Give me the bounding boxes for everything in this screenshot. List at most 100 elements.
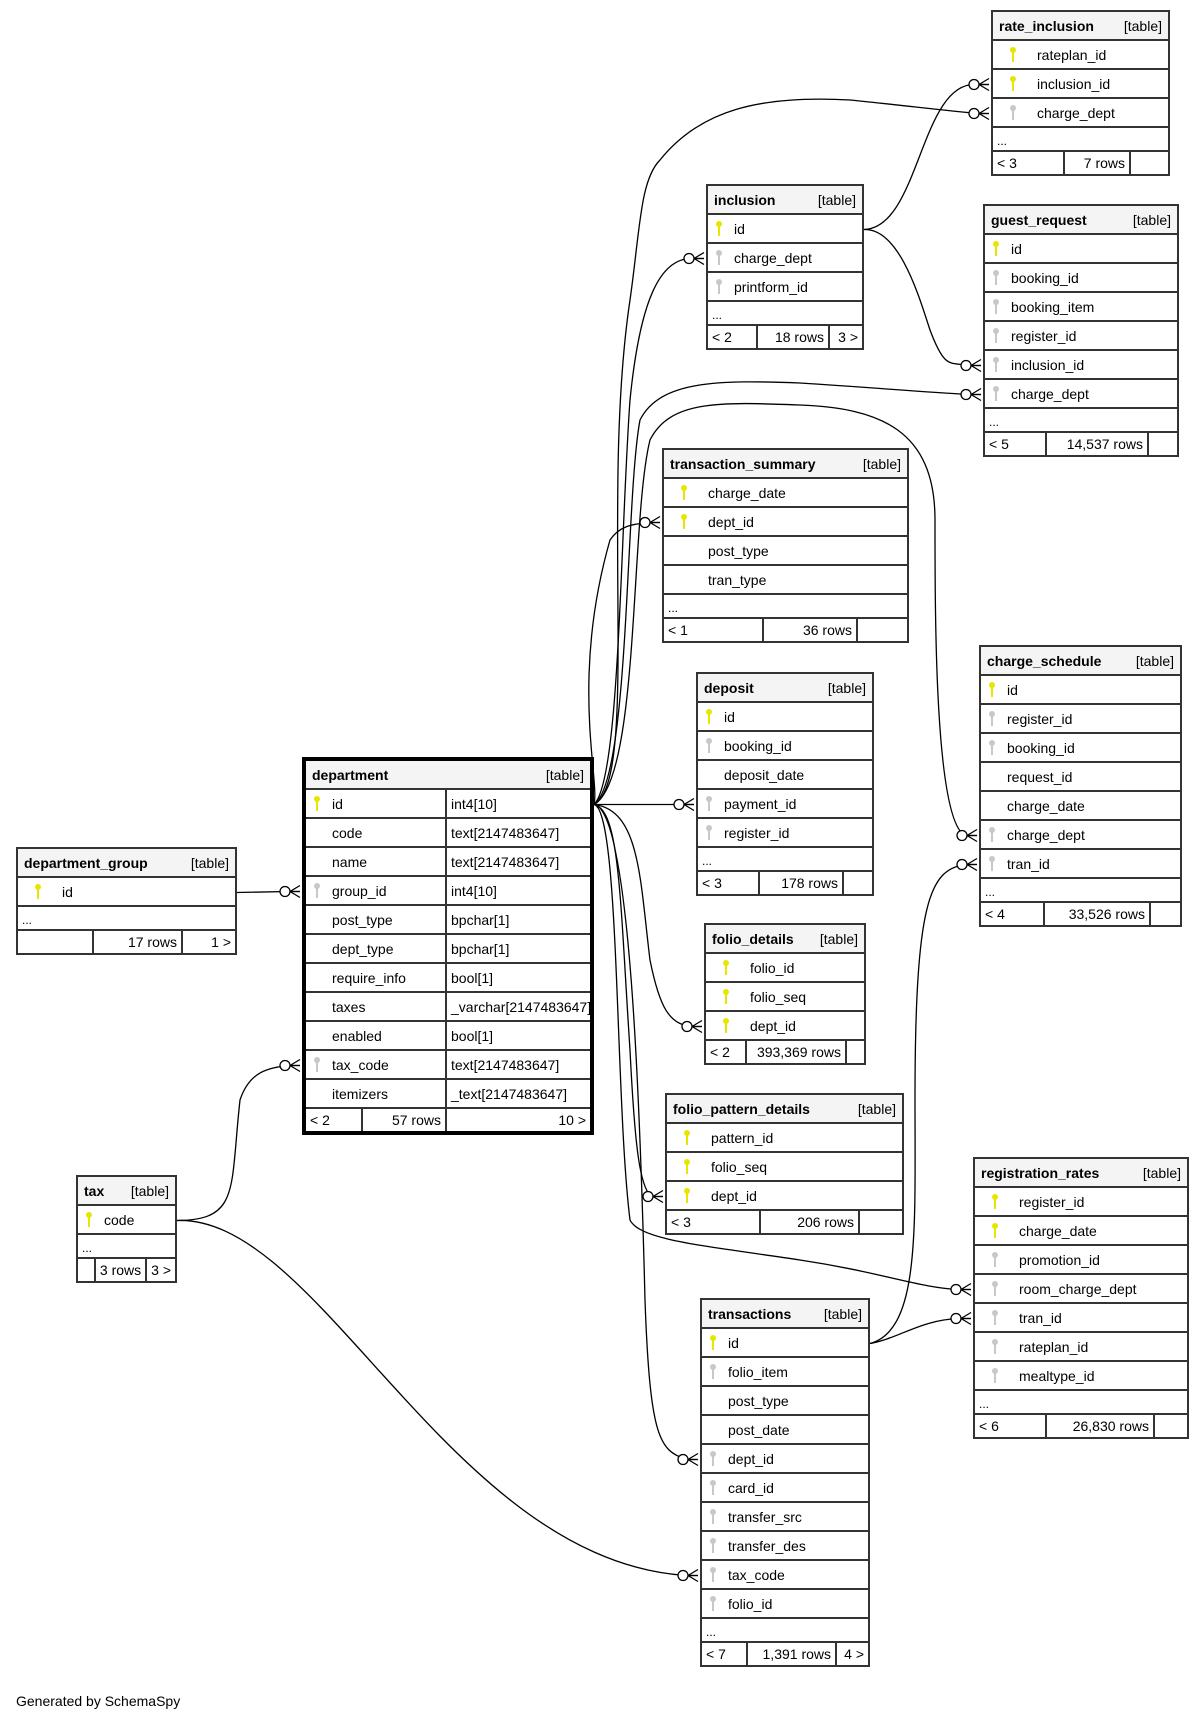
column-name[interactable]: register_id — [1007, 710, 1073, 727]
parents-count-link[interactable]: < 3 — [671, 1214, 691, 1230]
table-name[interactable]: registration_rates — [981, 1164, 1100, 1181]
table-header[interactable]: department[table] — [306, 761, 590, 790]
column-row[interactable]: rateplan_id — [975, 1333, 1187, 1362]
children-count-link[interactable]: 3 > — [145, 1259, 175, 1281]
table-name[interactable]: transactions — [708, 1305, 792, 1322]
column-name[interactable]: register_id — [724, 824, 790, 841]
column-name[interactable]: name — [332, 853, 368, 870]
column-name[interactable]: charge_dept — [734, 249, 812, 266]
parents-count-link[interactable]: < 3 — [702, 875, 722, 891]
table-name[interactable]: charge_schedule — [987, 652, 1102, 669]
column-row[interactable]: itemizers_text[2147483647] — [306, 1080, 590, 1109]
column-name[interactable]: dept_id — [750, 1017, 796, 1034]
column-name[interactable]: charge_date — [1019, 1222, 1097, 1239]
column-name[interactable]: post_date — [728, 1421, 790, 1438]
column-name[interactable]: charge_dept — [1007, 826, 1085, 843]
parents-count-link[interactable]: < 6 — [979, 1418, 999, 1434]
column-name[interactable]: transfer_src — [728, 1508, 802, 1525]
more-columns-ellipsis[interactable]: ... — [78, 1235, 175, 1259]
column-name[interactable]: id — [1011, 240, 1022, 257]
column-row[interactable]: charge_dept — [981, 821, 1180, 850]
column-row[interactable]: tran_id — [981, 850, 1180, 879]
column-name[interactable]: payment_id — [724, 795, 797, 812]
parents-count-link[interactable]: < 2 — [310, 1112, 330, 1128]
column-name[interactable]: itemizers — [332, 1085, 389, 1102]
column-row[interactable]: promotion_id — [975, 1246, 1187, 1275]
column-row[interactable]: booking_item — [985, 293, 1177, 322]
column-name[interactable]: charge_dept — [1011, 385, 1089, 402]
column-row[interactable]: charge_date — [664, 479, 907, 508]
column-name[interactable]: promotion_id — [1019, 1251, 1100, 1268]
column-row[interactable]: tran_type — [664, 566, 907, 595]
table-name[interactable]: inclusion — [714, 191, 776, 208]
column-name[interactable]: register_id — [1019, 1193, 1085, 1210]
column-name[interactable]: folio_id — [728, 1595, 773, 1612]
column-row[interactable]: card_id — [702, 1474, 868, 1503]
column-name[interactable]: inclusion_id — [1011, 356, 1085, 373]
column-name[interactable]: tax_code — [332, 1056, 389, 1073]
column-name[interactable]: register_id — [1011, 327, 1077, 344]
column-row[interactable]: charge_dept — [708, 244, 862, 273]
column-row[interactable]: folio_seq — [667, 1153, 902, 1182]
column-name[interactable]: folio_item — [728, 1363, 788, 1380]
column-name[interactable]: card_id — [728, 1479, 774, 1496]
children-count-link[interactable] — [858, 1211, 902, 1233]
column-row[interactable]: booking_id — [698, 732, 872, 761]
table-header[interactable]: inclusion[table] — [708, 186, 862, 215]
column-row[interactable]: charge_dept — [985, 380, 1177, 409]
column-row[interactable]: dept_id — [667, 1182, 902, 1211]
column-name[interactable]: id — [724, 708, 735, 725]
table-header[interactable]: transaction_summary[table] — [664, 450, 907, 479]
column-row[interactable]: tran_id — [975, 1304, 1187, 1333]
parents-count-link[interactable] — [18, 931, 92, 953]
column-row[interactable]: inclusion_id — [993, 70, 1168, 99]
table-name[interactable]: deposit — [704, 679, 754, 696]
column-name[interactable]: booking_id — [1007, 739, 1075, 756]
table-header[interactable]: folio_details[table] — [706, 925, 864, 954]
table-name[interactable]: department — [312, 766, 389, 783]
column-name[interactable]: rateplan_id — [1019, 1338, 1089, 1355]
column-row[interactable]: inclusion_id — [985, 351, 1177, 380]
column-name[interactable]: post_type — [708, 542, 769, 559]
column-row[interactable]: register_id — [698, 819, 872, 848]
table-header[interactable]: guest_request[table] — [985, 206, 1177, 235]
column-name[interactable]: dept_id — [728, 1450, 774, 1467]
column-row[interactable]: taxes_varchar[2147483647] — [306, 993, 591, 1022]
column-row[interactable]: id — [708, 215, 862, 244]
column-row[interactable]: folio_seq — [706, 983, 864, 1012]
column-row[interactable]: dept_id — [706, 1012, 864, 1041]
parents-count-link[interactable]: < 2 — [712, 329, 732, 345]
column-row[interactable]: dept_id — [664, 508, 907, 537]
more-columns-ellipsis[interactable]: ... — [985, 409, 1177, 433]
column-row[interactable]: rateplan_id — [993, 41, 1168, 70]
table-name[interactable]: department_group — [24, 854, 148, 871]
column-row[interactable]: request_id — [981, 763, 1180, 792]
column-name[interactable]: deposit_date — [724, 766, 805, 783]
parents-count-link[interactable]: < 5 — [989, 436, 1009, 452]
column-name[interactable]: tran_id — [1019, 1309, 1062, 1326]
column-name[interactable]: enabled — [332, 1027, 382, 1044]
column-name[interactable]: dept_id — [708, 513, 754, 530]
table-header[interactable]: rate_inclusion[table] — [993, 12, 1168, 41]
more-columns-ellipsis[interactable]: ... — [975, 1391, 1187, 1415]
column-name[interactable]: post_type — [332, 911, 393, 928]
column-name[interactable]: id — [1007, 681, 1018, 698]
column-row[interactable]: id — [18, 878, 235, 907]
table-header[interactable]: deposit[table] — [698, 674, 872, 703]
column-name[interactable]: id — [332, 795, 343, 812]
